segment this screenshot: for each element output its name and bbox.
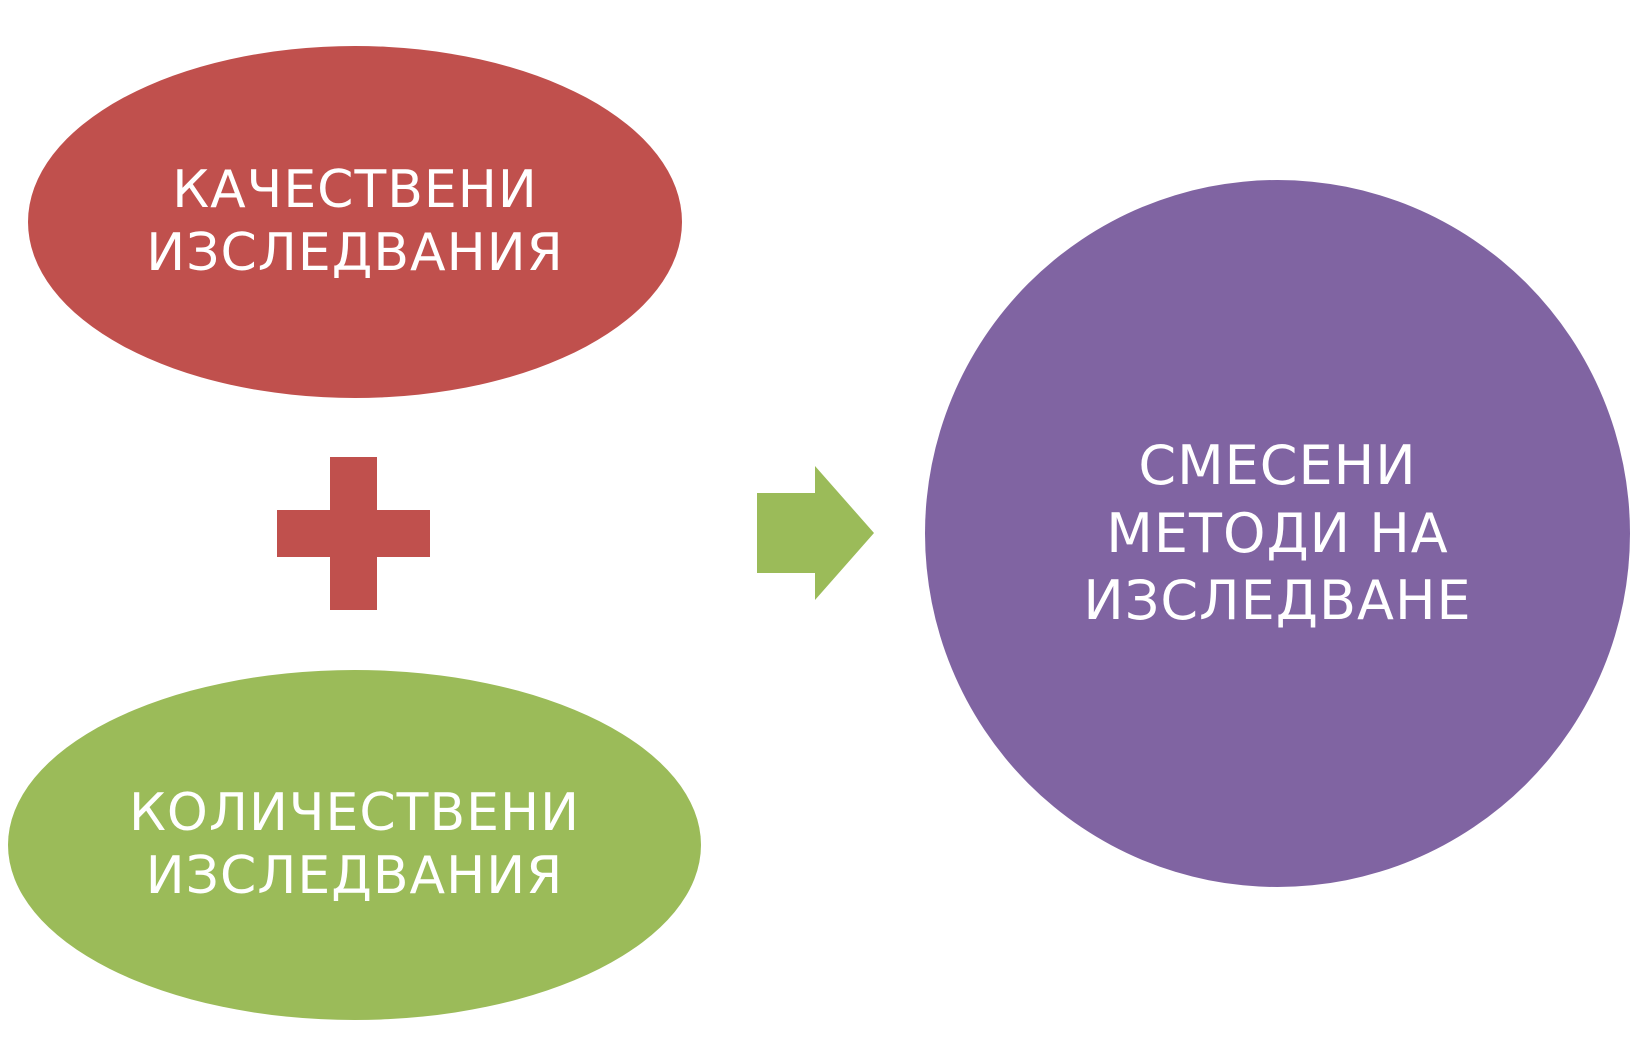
quantitative-research-ellipse: КОЛИЧЕСТВЕНИ ИЗСЛЕДВАНИЯ [8,670,701,1020]
mixed-methods-label: СМЕСЕНИ МЕТОДИ НА ИЗСЛЕДВАНЕ [1083,434,1472,633]
arrow-right-icon [757,466,874,600]
plus-shape [277,457,430,610]
quantitative-research-label: КОЛИЧЕСТВЕНИ ИЗСЛЕДВАНИЯ [129,782,580,906]
qualitative-research-ellipse: КАЧЕСТВЕНИ ИЗСЛЕДВАНИЯ [28,46,682,398]
mixed-methods-circle: СМЕСЕНИ МЕТОДИ НА ИЗСЛЕДВАНЕ [925,180,1630,887]
arrow-shape [757,466,874,600]
qualitative-research-label: КАЧЕСТВЕНИ ИЗСЛЕДВАНИЯ [146,159,564,283]
plus-icon [277,457,430,610]
